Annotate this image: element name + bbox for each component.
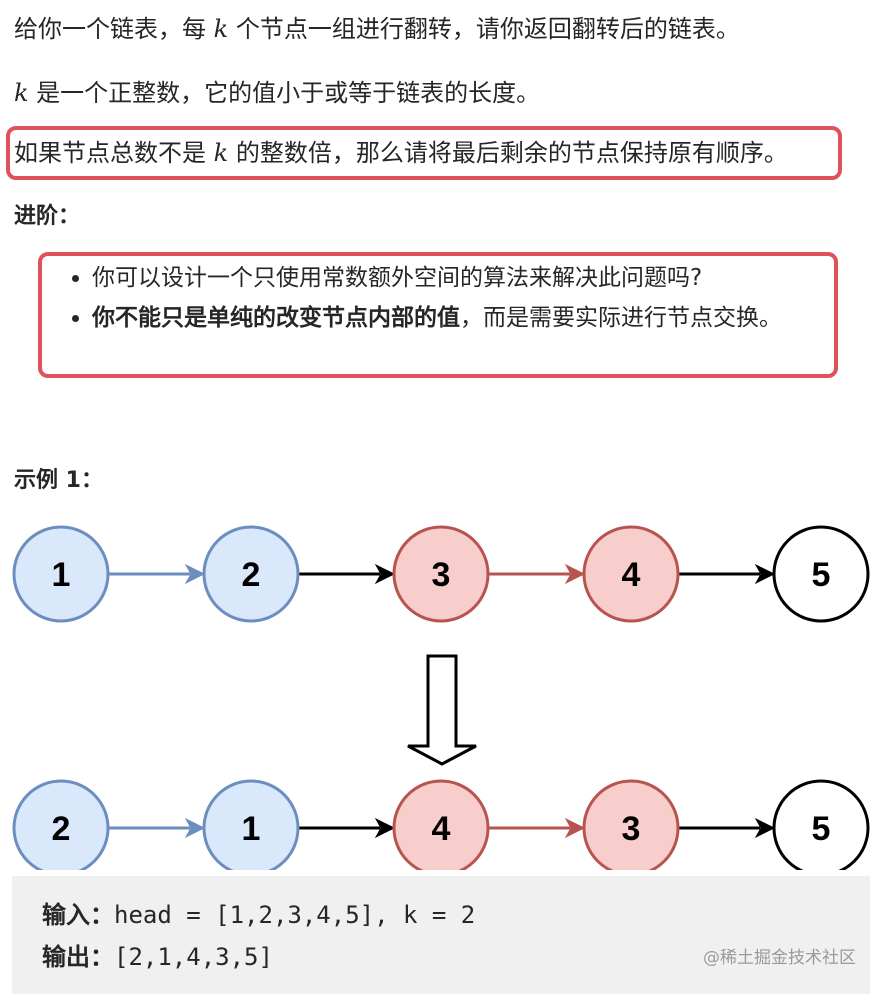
advanced-list: 你可以设计一个只使用常数额外空间的算法来解决此问题吗? 你不能只是单纯的改变节点… [52, 258, 862, 338]
before-node [772, 525, 870, 623]
after-node-label: 4 [432, 810, 451, 848]
before-node-label: 4 [622, 556, 641, 594]
output-value: [2,1,4,3,5] [114, 943, 273, 971]
example-input: 输入：head = [1,2,3,4,5], k = 2 [42, 898, 475, 932]
highlight-box-remainder [6, 126, 842, 180]
after-arrowhead [374, 817, 396, 839]
before-arrowhead [754, 563, 776, 585]
before-node-label: 1 [52, 556, 71, 594]
before-arrowhead [184, 563, 206, 585]
before-node [12, 525, 110, 623]
after-arrowhead [754, 817, 776, 839]
transform-down-arrow-icon [407, 654, 477, 766]
highlight-box-advanced [38, 252, 838, 378]
intro-text: 是一个正整数，它的值小于或等于链表的长度。 [28, 79, 541, 107]
after-arrowhead [184, 817, 206, 839]
list-before-reversal: 1 2 3 4 5 [12, 525, 870, 623]
variable-k: k [14, 79, 29, 107]
input-value: head = [1,2,3,4,5], k = 2 [114, 901, 476, 929]
advanced-item-bold-text: 你不能只是单纯的改变节点内部的值 [92, 305, 460, 331]
example-output: 输出：[2,1,4,3,5] [42, 940, 273, 974]
after-node [12, 779, 110, 870]
after-node-label: 2 [52, 810, 71, 848]
variable-k: k [213, 15, 229, 43]
advanced-item-2: 你不能只是单纯的改变节点内部的值，而是需要实际进行节点交换。 [92, 298, 862, 338]
linked-list-diagram: 1 2 3 4 5 2 1 4 3 5 [12, 525, 870, 870]
intro-line-2: k 是一个正整数，它的值小于或等于链表的长度。 [14, 76, 540, 110]
before-node [582, 525, 680, 623]
after-node-label: 5 [812, 810, 831, 848]
example-io-box: 输入：head = [1,2,3,4,5], k = 2 输出：[2,1,4,3… [12, 876, 870, 994]
intro-text: 个节点一组进行翻转，请你返回翻转后的链表。 [228, 15, 740, 43]
before-node-label: 3 [432, 556, 451, 594]
watermark: @稀土掘金技术社区 [703, 948, 856, 968]
advanced-item-text: 你可以设计一个只使用常数额外空间的算法来解决此问题吗? [92, 265, 703, 291]
intro-text: 如果节点总数不是 [14, 139, 214, 167]
output-label: 输出： [42, 943, 114, 971]
after-node [202, 779, 300, 870]
before-arrowhead [374, 563, 396, 585]
before-node [392, 525, 490, 623]
intro-line-1: 给你一个链表，每 k 个节点一组进行翻转，请你返回翻转后的链表。 [14, 12, 740, 46]
after-node-label: 3 [622, 810, 641, 848]
advanced-heading: 进阶： [14, 204, 81, 229]
after-node-label: 1 [242, 810, 261, 848]
after-arrowhead [564, 817, 586, 839]
before-node-label: 5 [812, 556, 831, 594]
before-node [202, 525, 300, 623]
list-after-reversal: 2 1 4 3 5 [12, 779, 870, 870]
advanced-item-1: 你可以设计一个只使用常数额外空间的算法来解决此问题吗? [92, 258, 862, 298]
before-node-label: 2 [242, 556, 261, 594]
variable-k: k [213, 139, 229, 167]
after-node [772, 779, 870, 870]
input-label: 输入： [42, 901, 114, 929]
advanced-item-text: ，而是需要实际进行节点交换。 [460, 305, 782, 331]
intro-line-3: 如果节点总数不是 k 的整数倍，那么请将最后剩余的节点保持原有顺序。 [14, 136, 788, 170]
after-node [582, 779, 680, 870]
before-arrowhead [564, 563, 586, 585]
intro-text: 给你一个链表，每 [14, 15, 214, 43]
intro-text: 的整数倍，那么请将最后剩余的节点保持原有顺序。 [228, 139, 788, 167]
example-heading: 示例 1： [14, 468, 103, 493]
after-node [392, 779, 490, 870]
